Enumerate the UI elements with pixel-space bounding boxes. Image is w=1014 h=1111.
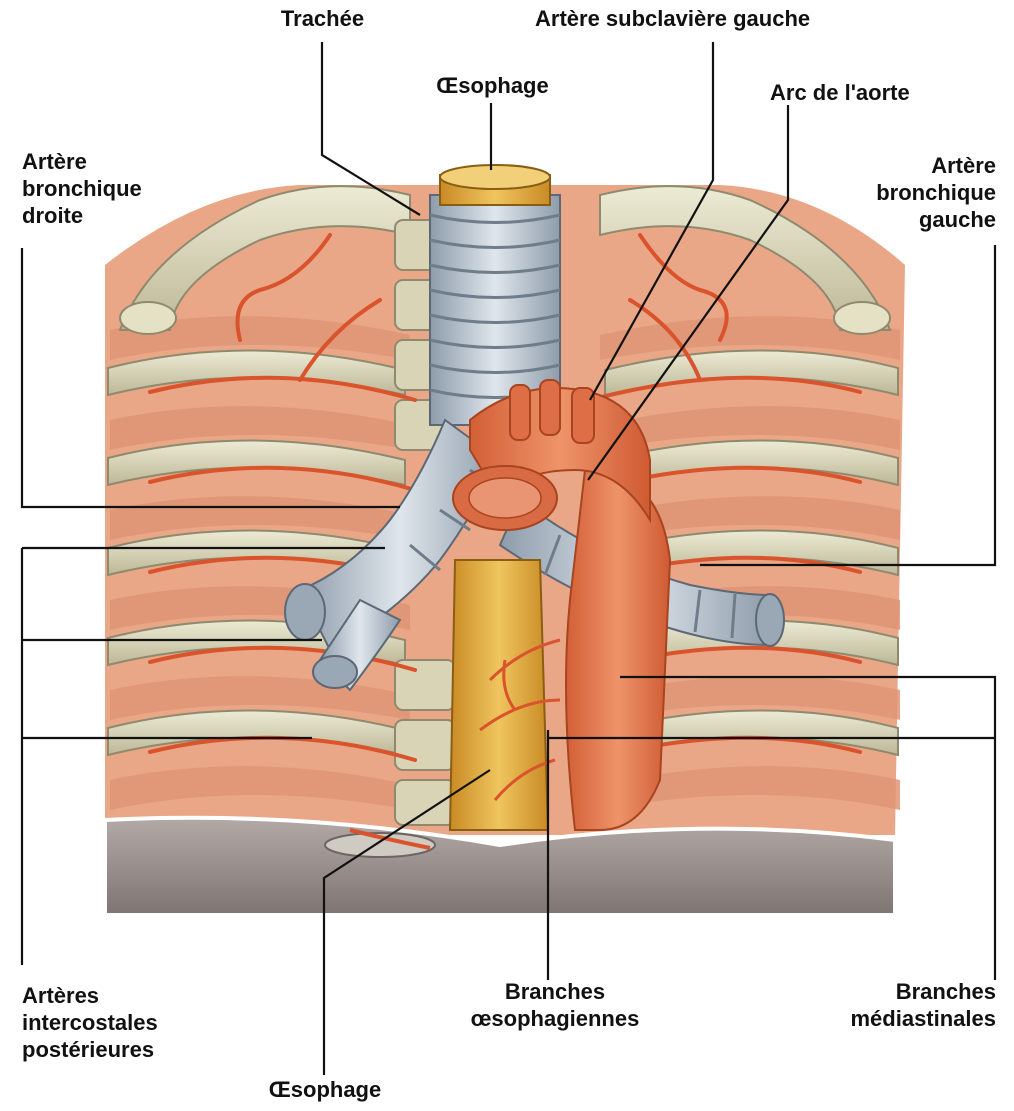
label-arteria-subclaviere: Artère subclavière gauche [535, 5, 810, 32]
label-arc-aorte: Arc de l'aorte [770, 79, 910, 106]
label-branches-mediastinales: Branches médiastinales [850, 978, 996, 1032]
label-arteria-bronchique-gauche: Artère bronchique gauche [876, 152, 996, 233]
label-branches-oesophagiennes: Branches œsophagiennes [440, 978, 670, 1032]
descending-aorta [566, 470, 670, 830]
label-oesophage-top: Œsophage [410, 72, 575, 99]
label-arteria-bronchique-droite: Artère bronchique droite [22, 148, 142, 229]
label-arteres-intercostales: Artères intercostales postérieures [22, 982, 158, 1063]
label-trachee: Trachée [250, 5, 395, 32]
esophagus-top [440, 165, 550, 205]
label-oesophage-bottom: Œsophage [240, 1076, 410, 1103]
